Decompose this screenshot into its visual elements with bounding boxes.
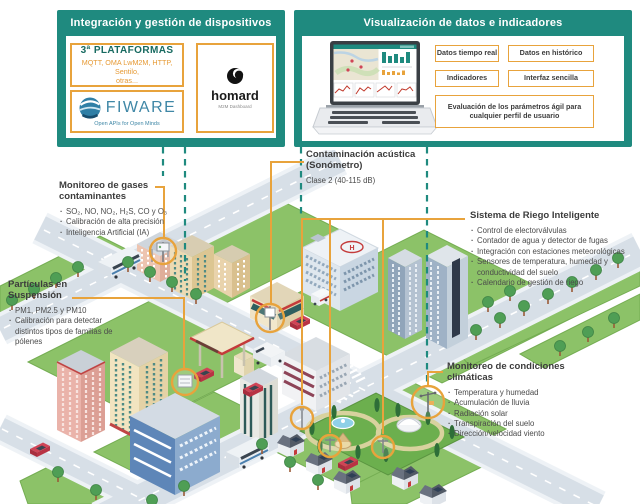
annotation-climate: Monitoreo de condiciones climáticas Temp… — [447, 361, 587, 441]
header-drop-lines — [161, 147, 429, 385]
list-item: Calendario de gestión de riego — [470, 278, 638, 289]
list-item: Radiación solar — [447, 409, 587, 420]
badge-historic-data: Datos en histórico — [508, 45, 594, 62]
homard-wordmark: homard — [211, 88, 259, 103]
blue-apartment-building — [130, 393, 220, 495]
list-item: Calibración de alta precisión — [59, 217, 187, 228]
annotation-gases-title: Monitoreo de gases contaminantes — [59, 180, 149, 202]
platforms-protocols: MQTT, OMA LwM2M, HTTP, Sentilo, — [81, 58, 173, 76]
platforms-protocols-2: otras... — [116, 76, 138, 85]
pink-tower — [56, 350, 106, 442]
sprinkler-device — [378, 439, 388, 453]
list-item: Calibración para detectar distintos tipo… — [8, 316, 126, 347]
houses — [277, 434, 447, 504]
particle-sensor-device — [177, 374, 193, 388]
homard-box: homard M2M Dashboard — [196, 43, 274, 133]
svg-text:H: H — [349, 245, 354, 252]
gas-sensor-device — [156, 242, 170, 262]
platforms-box: 3ª PLATAFORMAS MQTT, OMA LwM2M, HTTP, Se… — [70, 43, 184, 87]
list-item: Inteligencia Artificial (IA) — [59, 228, 187, 239]
sensor-markers — [148, 236, 446, 460]
sprinkler-device — [325, 438, 335, 452]
annotation-acoustic-title: Contaminación acústica (Sonómetro) — [306, 149, 416, 171]
annotation-acoustic: Contaminación acústica (Sonómetro) Clase… — [306, 149, 424, 185]
sensor-marker-gases — [148, 236, 178, 266]
platforms-title: 3ª PLATAFORMAS — [80, 45, 174, 56]
list-item: Transpiración del suelo — [447, 419, 587, 430]
sensor-marker-particulas — [170, 367, 200, 397]
sensor-devices — [156, 242, 437, 453]
fiware-tagline: Open APIs for Open Minds — [94, 121, 160, 127]
homard-logo-icon — [226, 67, 244, 85]
list-item: Acumulación de lluvia — [447, 398, 587, 409]
sensor-marker-clima — [410, 384, 446, 420]
office-towers-right — [388, 245, 468, 349]
sensor-marker-riego-2 — [317, 433, 343, 459]
badge-simple-interface: Interfaz sencilla — [508, 70, 594, 87]
weather-station-device — [419, 391, 437, 412]
list-item: Integración con estaciones meteorológica… — [470, 247, 638, 258]
annotation-gases: Monitoreo de gases contaminantes SO₂, NO… — [59, 180, 171, 238]
homard-tagline: M2M Dashboard — [218, 104, 252, 109]
annotation-particles: Partículas en Suspensión PM1, PM2.5 y PM… — [8, 279, 113, 347]
fiware-wordmark: FIWARE — [105, 99, 177, 116]
visualization-panel-title: Visualización de datos e indicadores — [363, 17, 563, 29]
annotation-irrigation: Sistema de Riego Inteligente Control de … — [470, 210, 638, 289]
list-item: Dirección/velocidad viento — [447, 429, 587, 440]
devices-panel: Integración y gestión de dispositivos 3ª… — [57, 10, 285, 147]
devices-panel-title: Integración y gestión de dispositivos — [70, 17, 272, 29]
list-item: SO₂, NO, NO₂, H₂S, CO y O₃ — [59, 207, 187, 218]
red-cars — [30, 315, 358, 471]
list-item: Temperatura y humedad — [447, 388, 587, 399]
list-item: Control de electorválvulas — [470, 226, 638, 237]
annotation-irrigation-items: Control de electorválvulas Contador de a… — [470, 226, 638, 289]
list-item: PM1, PM2.5 y PM10 — [8, 306, 126, 317]
laptop-dashboard — [312, 39, 437, 139]
badge-evaluation: Evaluación de los parámetros ágil para c… — [435, 95, 594, 128]
visualization-panel: Visualización de datos e indicadores — [294, 10, 632, 147]
fiware-logo-icon — [78, 96, 102, 120]
annotation-climate-title: Monitoreo de condiciones climáticas — [447, 361, 565, 383]
devices-panel-body: 3ª PLATAFORMAS MQTT, OMA LwM2M, HTTP, Se… — [66, 36, 276, 138]
sensor-marker-sonometro — [254, 302, 286, 334]
list-item: Contador de agua y detector de fugas — [470, 236, 638, 247]
annotation-connectors — [72, 161, 465, 434]
striped-office-building — [282, 337, 350, 411]
visualization-panel-body: Datos tiempo real Datos en histórico Ind… — [302, 36, 624, 141]
badge-indicators: Indicadores — [435, 70, 499, 87]
annotation-particles-title: Partículas en Suspensión — [8, 279, 68, 301]
fiware-box: FIWARE Open APIs for Open Minds — [70, 90, 184, 133]
sound-meter-device — [264, 306, 276, 330]
badge-realtime-data: Datos tiempo real — [435, 45, 499, 62]
annotation-climate-items: Temperatura y humedad Acumulación de llu… — [447, 388, 587, 441]
annotation-irrigation-title: Sistema de Riego Inteligente — [470, 210, 600, 221]
list-item: Sensores de temperatura, humedad y condu… — [470, 257, 638, 278]
annotation-acoustic-note: Clase 2 (40-115 dB) — [306, 175, 376, 185]
sensor-marker-riego-1 — [289, 405, 315, 431]
gas-station — [188, 321, 256, 378]
trees — [6, 252, 624, 504]
van — [253, 342, 285, 367]
annotation-particles-items: PM1, PM2.5 y PM10 Calibración para detec… — [8, 306, 126, 348]
annotation-gases-items: SO₂, NO, NO₂, H₂S, CO y O₃ Calibración d… — [59, 207, 187, 239]
sensor-marker-riego-3 — [370, 434, 396, 460]
